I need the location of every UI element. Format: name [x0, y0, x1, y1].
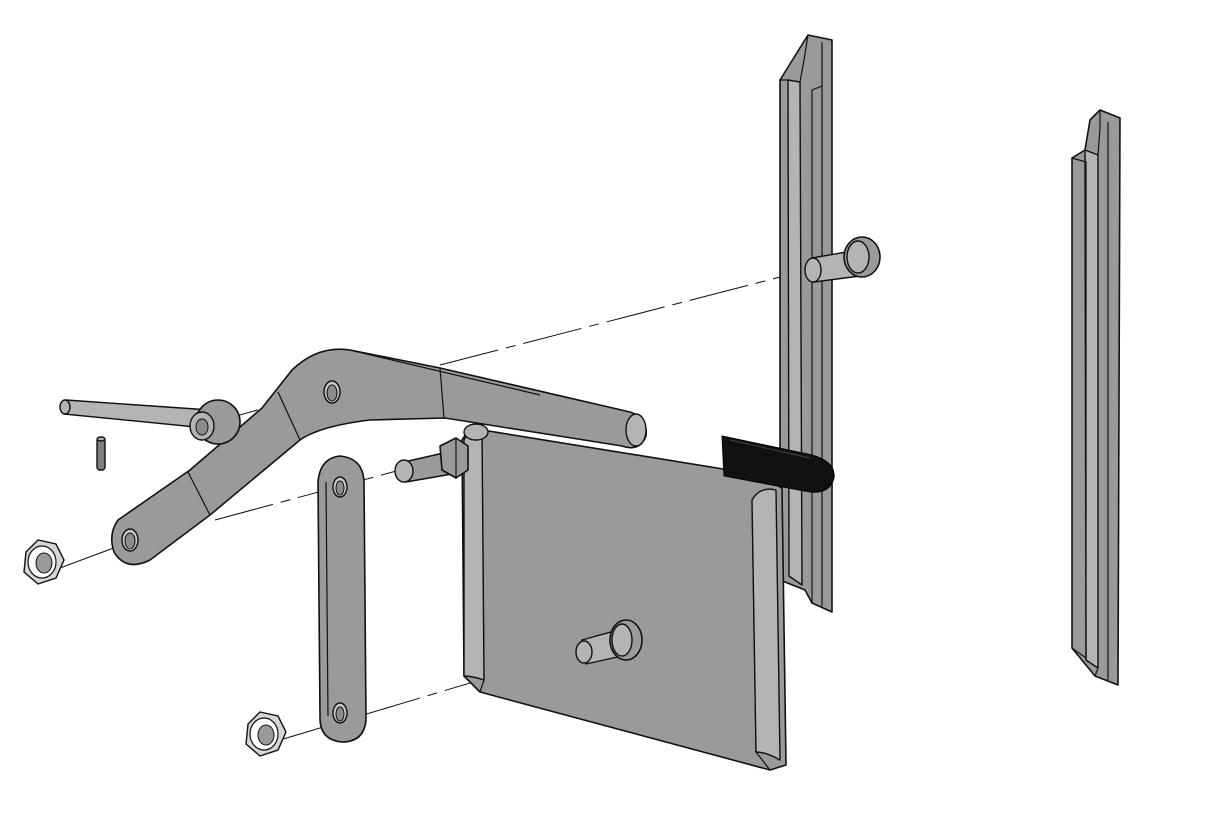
lock-nut-lower [245, 711, 287, 757]
link-bar [317, 455, 367, 743]
shoulder-bolt [394, 437, 469, 483]
guide-rail-rear [1071, 109, 1121, 686]
axis-line-rail-pin [439, 267, 816, 366]
axis-line-bolt [214, 469, 401, 521]
roll-pin [96, 436, 106, 471]
plate-stud [575, 619, 643, 665]
axle-pin [59, 399, 241, 445]
lock-nut-upper [23, 539, 65, 585]
lever-arm [110, 348, 647, 566]
guide-rail-front [779, 34, 833, 613]
grip-handle [721, 435, 835, 493]
rail-pin [804, 236, 881, 283]
mounting-plate [461, 423, 787, 771]
axis-line-upper-nut [59, 539, 136, 569]
